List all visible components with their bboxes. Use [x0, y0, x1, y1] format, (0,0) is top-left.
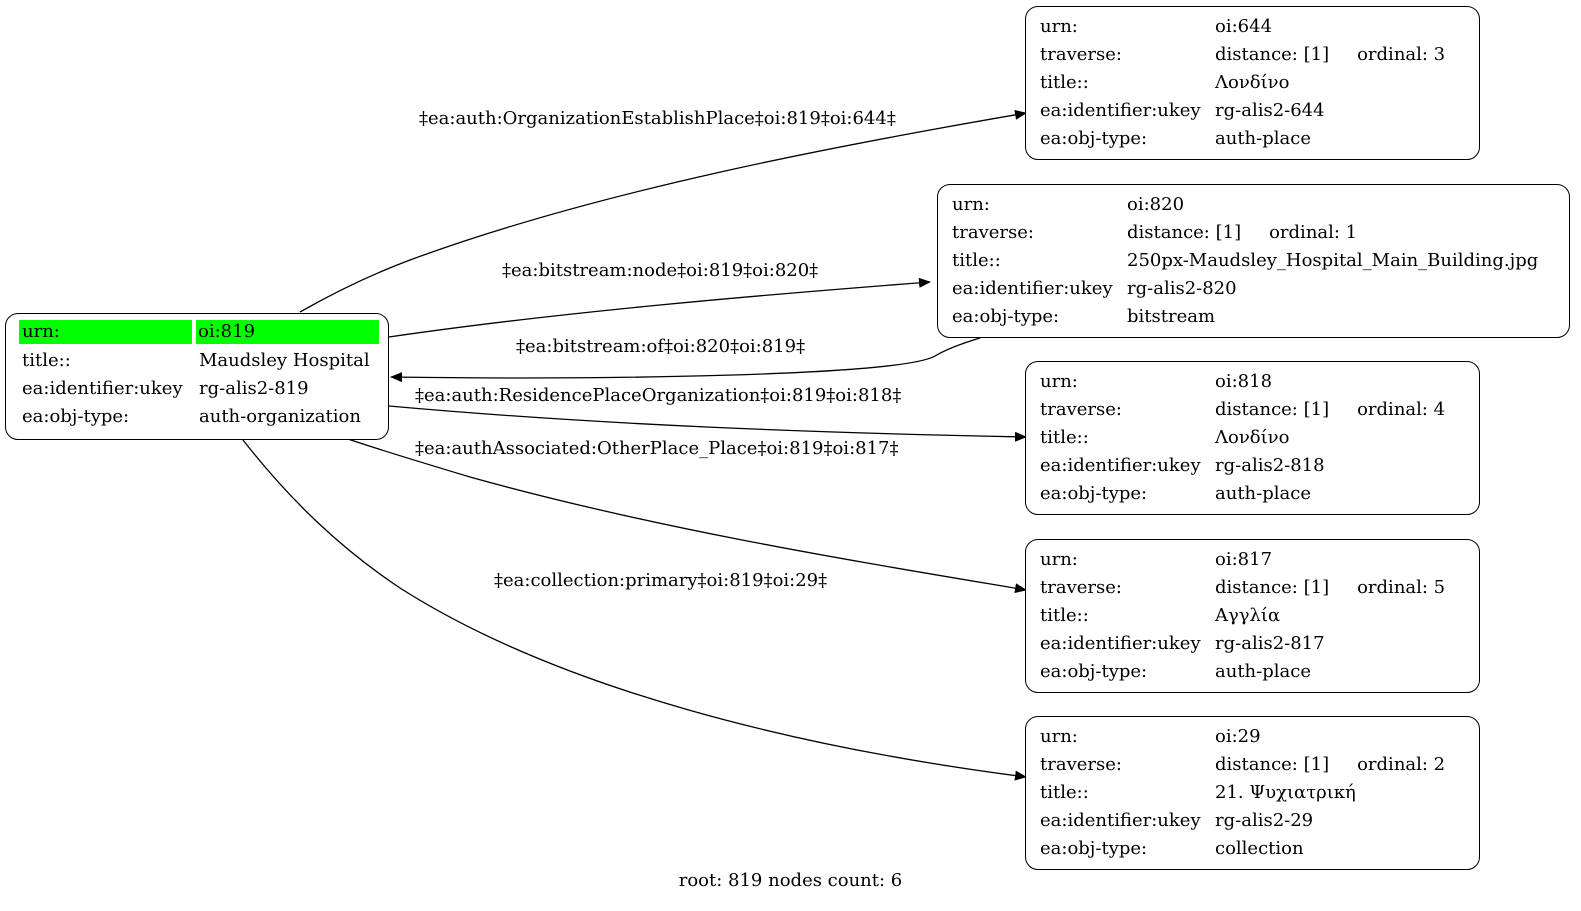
root-title-value: Maudsley Hospital	[199, 349, 370, 371]
node-urn-key: urn:	[1040, 548, 1078, 570]
node-ukey-key: ea:identifier:ukey	[952, 277, 1113, 299]
edge-label-other-place: ‡ea:authAssociated:OtherPlace_Place‡oi:8…	[415, 438, 899, 459]
node-urn-value: oi:29	[1215, 725, 1261, 747]
node-ordinal-value: ordinal: 3	[1357, 43, 1446, 65]
node-title-key: title::	[952, 249, 1001, 271]
edge-bitstream-node	[388, 277, 931, 338]
node-ordinal-value: ordinal: 1	[1269, 221, 1358, 243]
node-title-value: 21. Ψυχιατρική	[1215, 781, 1356, 803]
node-oi-644[interactable]: urn: oi:644 traverse: distance: [1] ordinal…	[1025, 6, 1480, 160]
edge-collection-primary	[242, 439, 1027, 781]
root-urn-value: oi:819	[196, 320, 379, 344]
node-title-key: title::	[1040, 604, 1089, 626]
root-objtype-key: ea:obj-type:	[22, 405, 130, 427]
root-title-key: title::	[22, 349, 71, 371]
node-title-value: 250px-Maudsley_Hospital_Main_Building.jp…	[1127, 249, 1539, 271]
root-urn-key: urn:	[19, 320, 192, 344]
node-ordinal-value: ordinal: 5	[1357, 576, 1446, 598]
edge-label-residence-place: ‡ea:auth:ResidencePlaceOrganization‡oi:8…	[415, 385, 902, 406]
node-distance-value: distance: [1]	[1127, 221, 1242, 243]
node-urn-value: oi:644	[1215, 15, 1273, 37]
node-distance-value: distance: [1]	[1215, 43, 1330, 65]
node-oi-818[interactable]: urn: oi:818 traverse: distance: [1] ordinal…	[1025, 361, 1480, 515]
node-urn-value: oi:820	[1127, 193, 1185, 215]
graph-footer: root: 819 nodes count: 6	[678, 870, 903, 891]
node-title-value: Λονδίνο	[1215, 71, 1290, 93]
node-distance-value: distance: [1]	[1215, 753, 1330, 775]
node-objtype-key: ea:obj-type:	[1040, 127, 1148, 149]
node-objtype-value: bitstream	[1127, 305, 1216, 327]
node-title-key: title::	[1040, 781, 1089, 803]
root-ukey-key: ea:identifier:ukey	[22, 377, 183, 399]
node-objtype-value: collection	[1215, 837, 1304, 859]
node-distance-value: distance: [1]	[1215, 576, 1330, 598]
node-urn-value: oi:817	[1215, 548, 1273, 570]
node-objtype-key: ea:obj-type:	[952, 305, 1060, 327]
node-traverse-key: traverse:	[1040, 576, 1122, 598]
root-ukey-value: rg-alis2-819	[199, 377, 309, 399]
node-title-key: title::	[1040, 71, 1089, 93]
edge-label-collection-primary: ‡ea:collection:primary‡oi:819‡oi:29‡	[494, 570, 828, 591]
node-ordinal-value: ordinal: 2	[1357, 753, 1446, 775]
node-urn-value: oi:818	[1215, 370, 1273, 392]
root-objtype-value: auth-organization	[199, 405, 361, 427]
node-ukey-key: ea:identifier:ukey	[1040, 99, 1201, 121]
node-traverse-key: traverse:	[1040, 43, 1122, 65]
node-urn-key: urn:	[1040, 15, 1078, 37]
node-urn-key: urn:	[1040, 370, 1078, 392]
node-oi-29[interactable]: urn: oi:29 traverse: distance: [1] ordinal:…	[1025, 716, 1480, 870]
edge-establish-place	[299, 109, 1027, 313]
node-ukey-value: rg-alis2-818	[1215, 454, 1325, 476]
node-objtype-key: ea:obj-type:	[1040, 837, 1148, 859]
edge-bitstream-of	[390, 337, 981, 383]
node-distance-value: distance: [1]	[1215, 398, 1330, 420]
node-title-value: Αγγλία	[1215, 604, 1281, 626]
node-traverse-key: traverse:	[952, 221, 1034, 243]
node-objtype-value: auth-place	[1215, 482, 1311, 504]
node-urn-key: urn:	[1040, 725, 1078, 747]
node-traverse-key: traverse:	[1040, 753, 1122, 775]
node-ukey-value: rg-alis2-644	[1215, 99, 1325, 121]
node-objtype-key: ea:obj-type:	[1040, 660, 1148, 682]
edge-other-place	[344, 437, 1027, 594]
node-oi-820[interactable]: urn: oi:820 traverse: distance: [1] ordinal…	[937, 184, 1570, 338]
node-title-key: title::	[1040, 426, 1089, 448]
edge-label-bitstream-of: ‡ea:bitstream:of‡oi:820‡oi:819‡	[516, 336, 806, 357]
node-ukey-value: rg-alis2-817	[1215, 632, 1325, 654]
edge-residence-place	[388, 405, 1027, 442]
node-oi-817[interactable]: urn: oi:817 traverse: distance: [1] ordinal…	[1025, 539, 1480, 693]
node-ordinal-value: ordinal: 4	[1357, 398, 1446, 420]
root-node[interactable]: urn: oi:819 title:: Maudsley Hospital ea…	[5, 313, 389, 440]
node-traverse-key: traverse:	[1040, 398, 1122, 420]
node-urn-key: urn:	[952, 193, 990, 215]
edge-label-bitstream-node: ‡ea:bitstream:node‡oi:819‡oi:820‡	[502, 260, 819, 281]
node-ukey-value: rg-alis2-820	[1127, 277, 1237, 299]
node-ukey-key: ea:identifier:ukey	[1040, 632, 1201, 654]
node-ukey-key: ea:identifier:ukey	[1040, 809, 1201, 831]
node-objtype-key: ea:obj-type:	[1040, 482, 1148, 504]
node-ukey-value: rg-alis2-29	[1215, 809, 1314, 831]
node-title-value: Λονδίνο	[1215, 426, 1290, 448]
node-objtype-value: auth-place	[1215, 127, 1311, 149]
edge-label-establish-place: ‡ea:auth:OrganizationEstablishPlace‡oi:8…	[419, 108, 896, 129]
node-ukey-key: ea:identifier:ukey	[1040, 454, 1201, 476]
node-objtype-value: auth-place	[1215, 660, 1311, 682]
